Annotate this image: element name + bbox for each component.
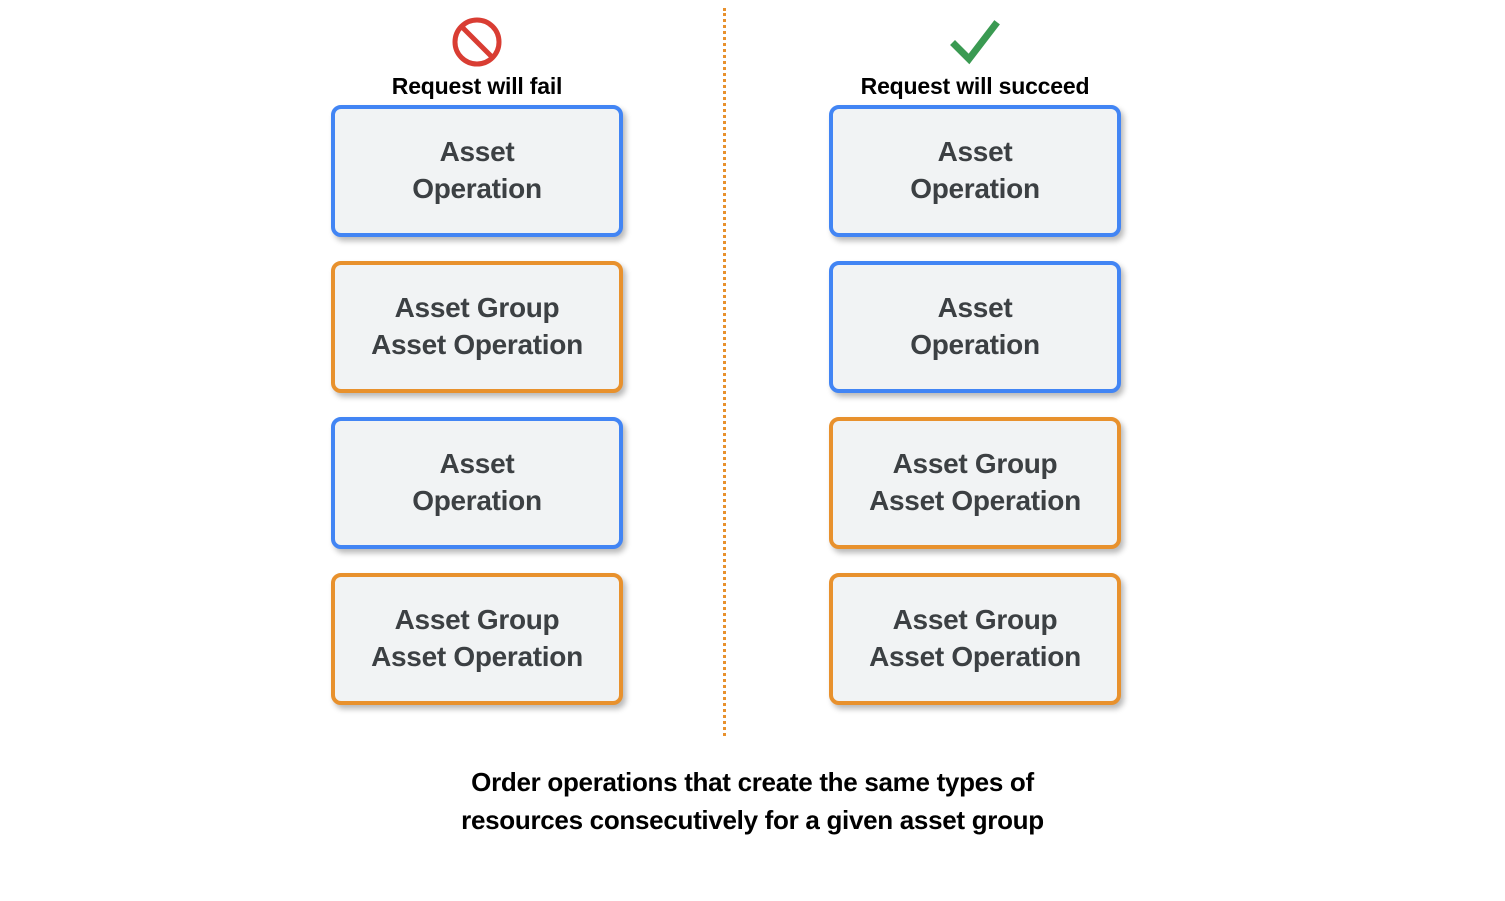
- operation-box[interactable]: Asset Group Asset Operation: [829, 573, 1121, 705]
- operation-box-label: Asset Operation: [412, 136, 542, 204]
- diagram-caption: Order operations that create the same ty…: [461, 767, 1044, 835]
- vertical-dotted-divider: [723, 8, 726, 736]
- column-request-will-succeed: Request will succeed Asset Operation Ass…: [829, 0, 1121, 705]
- operation-box-label: Asset Operation: [910, 136, 1040, 204]
- operation-box[interactable]: Asset Group Asset Operation: [829, 417, 1121, 549]
- column-header-label-fail: Request will fail: [391, 73, 563, 99]
- operation-box-label: Asset Operation: [910, 292, 1040, 360]
- prohibited-icon: [449, 17, 505, 67]
- operation-list-fail: Asset Operation Asset Group Asset Operat…: [331, 105, 623, 705]
- column-header-fail: Request will fail: [331, 0, 623, 105]
- operation-list-succeed: Asset Operation Asset Operation Asset Gr…: [829, 105, 1121, 705]
- operation-box[interactable]: Asset Operation: [331, 417, 623, 549]
- operation-box[interactable]: Asset Group Asset Operation: [331, 261, 623, 393]
- column-header-label-succeed: Request will succeed: [860, 73, 1090, 99]
- column-header-succeed: Request will succeed: [829, 0, 1121, 105]
- checkmark-icon: [947, 17, 1003, 67]
- operation-box[interactable]: Asset Operation: [331, 105, 623, 237]
- operation-box-label: Asset Group Asset Operation: [371, 292, 583, 360]
- operation-box-label: Asset Group Asset Operation: [869, 604, 1081, 672]
- operation-box[interactable]: Asset Group Asset Operation: [331, 573, 623, 705]
- operation-box[interactable]: Asset Operation: [829, 105, 1121, 237]
- operation-box-label: Asset Group Asset Operation: [869, 448, 1081, 516]
- operation-box-label: Asset Group Asset Operation: [371, 604, 583, 672]
- column-request-will-fail: Request will fail Asset Operation Asset …: [331, 0, 623, 705]
- operation-box[interactable]: Asset Operation: [829, 261, 1121, 393]
- operation-box-label: Asset Operation: [412, 448, 542, 516]
